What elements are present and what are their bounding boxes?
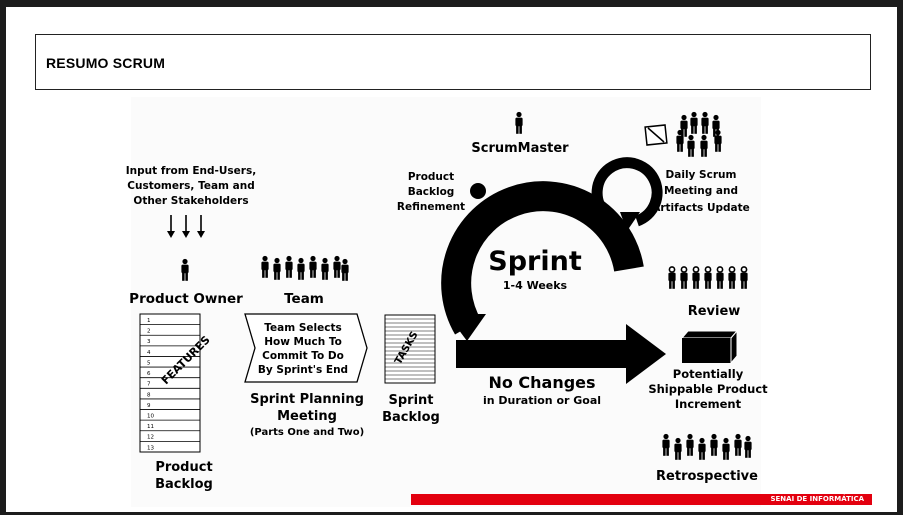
product-owner-label: Product Owner bbox=[129, 291, 243, 307]
slide: RESUMO SCRUM Input from End-Users, Custo… bbox=[6, 7, 897, 512]
increment-box-icon bbox=[680, 329, 739, 365]
team-selects-text: Team Selects How Much To Commit To Do By… bbox=[258, 322, 348, 376]
svg-text:Backlog: Backlog bbox=[382, 410, 440, 425]
svg-text:Product: Product bbox=[408, 171, 454, 183]
svg-text:Backlog: Backlog bbox=[155, 477, 213, 492]
backlog-row-number: 7 bbox=[147, 382, 151, 388]
team-label: Team bbox=[284, 291, 324, 307]
sprint-backlog-label: Sprint Backlog bbox=[382, 393, 440, 425]
backlog-row-number: 9 bbox=[147, 403, 151, 409]
svg-text:Team Selects: Team Selects bbox=[264, 322, 341, 334]
daily-scrum-icons bbox=[644, 111, 722, 157]
backlog-row-number: 13 bbox=[147, 445, 154, 451]
svg-text:Commit To Do: Commit To Do bbox=[262, 350, 344, 362]
svg-text:Refinement: Refinement bbox=[397, 201, 465, 213]
refinement-label: Product Backlog Refinement bbox=[397, 171, 465, 213]
refinement-dot bbox=[470, 183, 486, 199]
scrum-master-label: ScrumMaster bbox=[471, 141, 569, 156]
footer-bar: SENAI DE INFORMÁTICA bbox=[411, 494, 872, 505]
increment-label: Potentially Shippable Product Increment bbox=[648, 367, 768, 411]
backlog-row-number: 5 bbox=[147, 360, 151, 366]
product-backlog-label: Product Backlog bbox=[155, 460, 213, 492]
backlog-row-number: 8 bbox=[147, 392, 151, 398]
sprint-duration: 1-4 Weeks bbox=[503, 279, 568, 292]
svg-text:(Parts One and Two): (Parts One and Two) bbox=[250, 427, 364, 438]
svg-text:Increment: Increment bbox=[675, 397, 742, 411]
input-arrows bbox=[167, 215, 205, 238]
daily-scrum-label: Daily Scrum Meeting and Artifacts Update bbox=[652, 169, 750, 214]
svg-text:Shippable Product: Shippable Product bbox=[648, 382, 768, 396]
backlog-row-number: 2 bbox=[147, 329, 151, 335]
slide-title: RESUMO SCRUM bbox=[46, 55, 166, 71]
no-changes-sub: in Duration or Goal bbox=[483, 394, 601, 407]
svg-text:Sprint: Sprint bbox=[388, 393, 433, 408]
retrospective-label: Retrospective bbox=[656, 469, 758, 484]
sprint-backlog-list: TASKS bbox=[384, 314, 436, 384]
scrum-diagram: Input from End-Users, Customers, Team an… bbox=[126, 97, 768, 507]
sprint-planning-label: Sprint Planning Meeting (Parts One and T… bbox=[250, 392, 364, 438]
footer-text: SENAI DE INFORMÁTICA bbox=[770, 495, 864, 503]
svg-text:Meeting: Meeting bbox=[277, 409, 337, 424]
svg-text:Artifacts Update: Artifacts Update bbox=[652, 202, 750, 214]
svg-text:By Sprint's End: By Sprint's End bbox=[258, 364, 348, 376]
sprint-exit-arrow bbox=[456, 324, 666, 384]
svg-text:Backlog: Backlog bbox=[408, 186, 455, 198]
backlog-row-number: 4 bbox=[147, 350, 151, 356]
input-text: Input from End-Users, Customers, Team an… bbox=[126, 165, 256, 207]
backlog-row-number: 11 bbox=[147, 424, 154, 430]
sprint-cycle bbox=[441, 157, 666, 384]
svg-text:Sprint Planning: Sprint Planning bbox=[250, 392, 364, 407]
review-label: Review bbox=[688, 304, 741, 319]
backlog-row-number: 12 bbox=[147, 435, 154, 441]
svg-text:Daily Scrum: Daily Scrum bbox=[666, 169, 737, 181]
sprint-label: Sprint bbox=[488, 246, 582, 277]
team-selects-shape bbox=[244, 313, 368, 383]
backlog-row-number: 6 bbox=[147, 371, 151, 377]
svg-text:Meeting and: Meeting and bbox=[664, 185, 738, 197]
backlog-row-number: 3 bbox=[147, 339, 151, 345]
svg-text:Input from End-Users,: Input from End-Users, bbox=[126, 165, 256, 177]
svg-text:Product: Product bbox=[155, 460, 212, 475]
title-box: RESUMO SCRUM bbox=[35, 34, 871, 90]
backlog-row-number: 10 bbox=[147, 414, 154, 420]
svg-text:Potentially: Potentially bbox=[673, 367, 744, 381]
svg-text:How Much To: How Much To bbox=[264, 336, 342, 348]
svg-text:Other Stakeholders: Other Stakeholders bbox=[133, 195, 248, 207]
no-changes-label: No Changes bbox=[488, 373, 595, 392]
backlog-row-number: 1 bbox=[147, 318, 151, 324]
svg-text:Customers, Team and: Customers, Team and bbox=[127, 180, 254, 192]
